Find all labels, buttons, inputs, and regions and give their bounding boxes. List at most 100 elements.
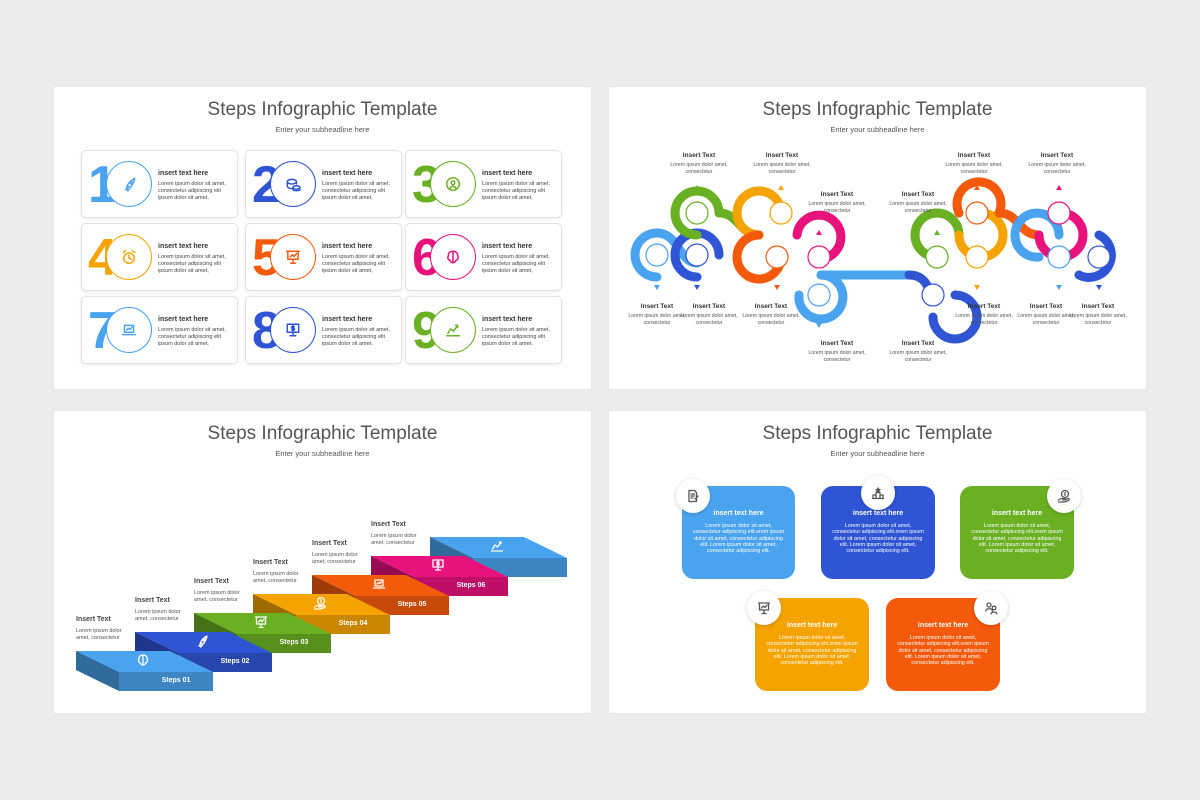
- path-label-body: Lorem ipsum dolor amet, consectetur: [680, 313, 738, 326]
- path-label-8: Insert Text Lorem ipsum dolor amet, cons…: [674, 303, 744, 326]
- clock-icon: [106, 234, 152, 280]
- card-body: Lorem ipsum dolor sit amet, consectetur …: [482, 254, 550, 274]
- path-label-title: Insert Text: [682, 152, 716, 159]
- path-label-title: Insert Text: [692, 303, 726, 310]
- slide-subtitle: Enter your subheadline here: [275, 449, 370, 458]
- step-caption-title: Insert Text: [76, 616, 111, 623]
- step-card-5: 5 insert text here Lorem ipsum dolor sit…: [245, 223, 402, 291]
- path-label-title: Insert Text: [640, 303, 674, 310]
- slide-title: Steps Infographic Template: [762, 99, 993, 120]
- card-title: insert text here: [158, 243, 209, 250]
- path-label-14: Insert Text Lorem ipsum dolor amet, cons…: [1063, 303, 1133, 326]
- step-caption-body: Lorem ipsum dolor amet, consectetur: [194, 590, 240, 603]
- path-label-title: Insert Text: [765, 152, 799, 159]
- path-label-title: Insert Text: [967, 303, 1001, 310]
- slide-numbered-grid[interactable]: Steps Infographic Template Enter your su…: [54, 87, 591, 389]
- step-caption-title: Insert Text: [135, 597, 170, 604]
- step-card-4: 4 insert text here Lorem ipsum dolor sit…: [81, 223, 238, 291]
- card-body: Lorem ipsum dolor sit amet, consectetur …: [322, 254, 390, 274]
- path-label-body: Lorem ipsum dolor amet, consectetur: [1069, 313, 1127, 326]
- step-caption-title: Insert Text: [194, 578, 229, 585]
- people-icon: [974, 591, 1008, 625]
- step-top-7: [430, 537, 567, 558]
- slide-subtitle: Enter your subheadline here: [830, 449, 925, 458]
- step-card-6: 6 insert text here Lorem ipsum dolor sit…: [405, 223, 562, 291]
- info-box-title: insert text here: [991, 510, 1043, 517]
- step-caption-body: Lorem ipsum dolor amet, consectetur: [135, 609, 181, 622]
- path-label-title: Insert Text: [820, 191, 854, 198]
- step-caption-6: Insert Text Lorem ipsum dolor amet, cons…: [371, 521, 431, 547]
- step-caption-4: Insert Text Lorem ipsum dolor amet, cons…: [253, 559, 313, 585]
- path-label-body: Lorem ipsum dolor amet, consectetur: [955, 313, 1013, 326]
- path-label-body: Lorem ipsum dolor amet, consectetur: [753, 162, 811, 175]
- podium-icon: [861, 476, 895, 510]
- path-label-title: Insert Text: [820, 340, 854, 347]
- path-label-12: Insert Text Lorem ipsum dolor amet, cons…: [949, 303, 1019, 326]
- slide-staircase[interactable]: Steps Infographic Template Enter your su…: [54, 411, 591, 713]
- slide-winding-path[interactable]: Steps Infographic Template Enter your su…: [609, 87, 1146, 389]
- hand-dollar-icon: [313, 596, 326, 610]
- monitor-dollar-icon: [270, 307, 316, 353]
- path-label-title: Insert Text: [901, 340, 935, 347]
- card-body: Lorem ipsum dolor sit amet, consectetur …: [322, 327, 390, 347]
- coins-icon: [270, 161, 316, 207]
- card-title: insert text here: [322, 243, 373, 250]
- step-card-7: 7 insert text here Lorem ipsum dolor sit…: [81, 296, 238, 364]
- card-body: Lorem ipsum dolor sit amet, consectetur …: [158, 181, 226, 201]
- path-label-body: Lorem ipsum dolor amet, consectetur: [670, 162, 728, 175]
- path-label-13: Insert Text Lorem ipsum dolor amet, cons…: [1011, 303, 1081, 326]
- laptop-chart-icon: [372, 579, 386, 589]
- monitor-dollar-icon: [432, 559, 444, 571]
- step-side-1: [76, 651, 119, 691]
- card-body: Lorem ipsum dolor sit amet, consectetur …: [482, 327, 550, 347]
- path-label-title: Insert Text: [1081, 303, 1115, 310]
- step-front-1: [119, 672, 213, 691]
- path-label-title: Insert Text: [754, 303, 788, 310]
- rocket-icon: [106, 161, 152, 207]
- info-box-body: Lorem ipsum dolor sit amet, consectetur …: [692, 523, 785, 555]
- step-caption-title: Insert Text: [371, 521, 406, 528]
- card-title: insert text here: [482, 243, 533, 250]
- info-box-title: insert text here: [713, 510, 764, 517]
- step-label: Steps 06: [456, 582, 486, 589]
- slide-subtitle: Enter your subheadline here: [275, 125, 370, 134]
- path-label-9: Insert Text Lorem ipsum dolor amet, cons…: [736, 303, 806, 326]
- info-box-body: Lorem ipsum dolor sit amet, consectetur …: [971, 523, 1063, 555]
- step-caption-body: Lorem ipsum dolor amet, consectetur: [371, 533, 417, 546]
- slide-colored-boxes[interactable]: Steps Infographic Template Enter your su…: [609, 411, 1146, 713]
- step-caption-body: Lorem ipsum dolor amet, consectetur: [312, 552, 358, 565]
- info-box-body: Lorem ipsum dolor sit amet, consectetur …: [832, 523, 924, 555]
- path-label-title: Insert Text: [957, 152, 991, 159]
- step-caption-1: Insert Text Lorem ipsum dolor amet, cons…: [76, 616, 136, 642]
- path-label-11: Insert Text Lorem ipsum dolor amet, cons…: [883, 340, 953, 363]
- path-label-7: Insert Text Lorem ipsum dolor amet, cons…: [622, 303, 692, 326]
- path-label-title: Insert Text: [1029, 303, 1063, 310]
- path-label-title: Insert Text: [901, 191, 935, 198]
- step-label: Steps 05: [397, 601, 427, 608]
- path-label-3: Insert Text Lorem ipsum dolor amet, cons…: [802, 191, 872, 214]
- card-title: insert text here: [158, 170, 209, 177]
- slide-title: Steps Infographic Template: [207, 423, 438, 444]
- step-caption-5: Insert Text Lorem ipsum dolor amet, cons…: [312, 540, 372, 566]
- info-box-body: Lorem ipsum dolor sit amet, consectetur …: [897, 635, 989, 667]
- step-label: Steps 02: [220, 658, 250, 665]
- path-label-body: Lorem ipsum dolor amet, consectetur: [628, 313, 686, 326]
- step-caption-2: Insert Text Lorem ipsum dolor amet, cons…: [135, 597, 195, 623]
- path-label-body: Lorem ipsum dolor amet, consectetur: [889, 350, 947, 363]
- step-caption-3: Insert Text Lorem ipsum dolor amet, cons…: [194, 578, 254, 604]
- card-body: Lorem ipsum dolor sit amet, consectetur …: [322, 181, 390, 201]
- winding-path-diagram: [630, 177, 1116, 344]
- step-card-1: 1 insert text here Lorem ipsum dolor sit…: [81, 150, 238, 218]
- line-chart-icon: [490, 541, 504, 552]
- step-card-9: 9 insert text here Lorem ipsum dolor sit…: [405, 296, 562, 364]
- path-label-body: Lorem ipsum dolor amet, consectetur: [945, 162, 1003, 175]
- info-box-title: insert text here: [917, 622, 969, 629]
- path-label-body: Lorem ipsum dolor amet, consectetur: [742, 313, 800, 326]
- info-box-title: insert text here: [852, 510, 904, 517]
- step-caption-body: Lorem ipsum dolor amet, consectetur: [253, 571, 299, 584]
- path-label-body: Lorem ipsum dolor amet, consectetur: [889, 201, 947, 214]
- card-body: Lorem ipsum dolor sit amet, consectetur …: [482, 181, 550, 201]
- step-caption-body: Lorem ipsum dolor amet, consectetur: [76, 628, 122, 641]
- path-label-title: Insert Text: [1040, 152, 1074, 159]
- path-label-10: Insert Text Lorem ipsum dolor amet, cons…: [802, 340, 872, 363]
